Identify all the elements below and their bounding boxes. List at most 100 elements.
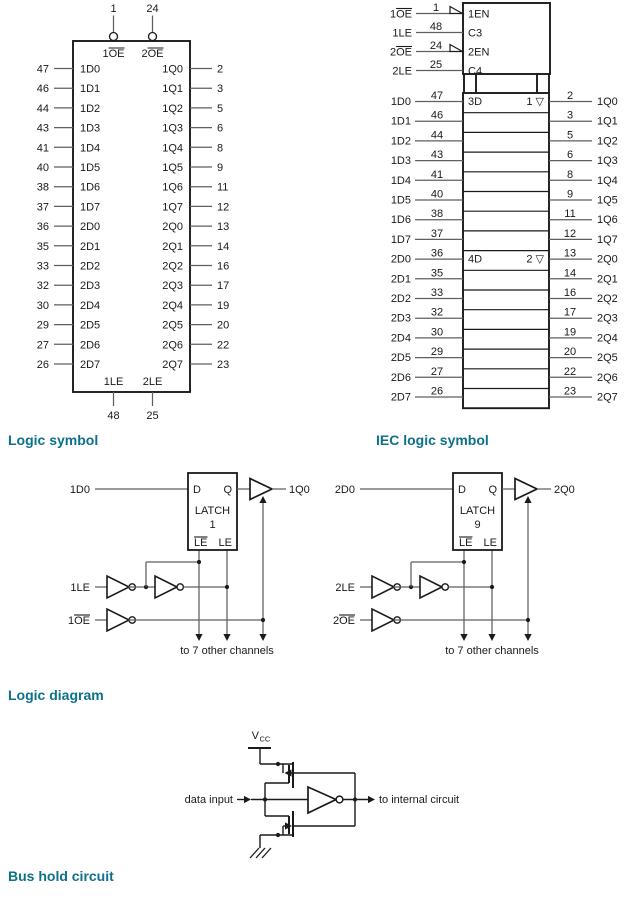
- pin-label: 1D6: [80, 182, 100, 194]
- pin-number: 12: [217, 201, 229, 213]
- inverter-icon: [419, 574, 444, 600]
- junction-dot: [461, 559, 467, 565]
- control-inner-label: 2EN: [468, 47, 489, 59]
- inverter-icon: [154, 574, 179, 600]
- pin-number: 8: [567, 169, 573, 181]
- pin-label: 2Q4: [162, 300, 183, 312]
- pin-number: 9: [217, 162, 223, 174]
- junction-dot: [352, 797, 358, 802]
- pin-label: 2Q0: [597, 254, 618, 266]
- pin-label: 2D4: [80, 300, 100, 312]
- pin-label: 1Q1: [162, 83, 183, 95]
- pin-label: 1D3: [80, 123, 100, 135]
- pin-label: 1Q6: [162, 182, 183, 194]
- pin-number: 13: [564, 248, 576, 260]
- pin-label: 1Q7: [162, 201, 183, 213]
- pin-label: 2Q1: [597, 273, 618, 285]
- arrow-icon: [244, 795, 251, 804]
- latch-pin-le-bar: LE: [459, 537, 472, 549]
- pin-number: 1: [110, 3, 116, 15]
- pin-label: 1Q0: [289, 484, 310, 496]
- tristate-buffer-icon: [249, 477, 274, 501]
- junction-dot: [260, 617, 266, 623]
- arrow-icon: [524, 634, 532, 641]
- polarity-triangle-icon: [449, 5, 465, 15]
- note-text: to 7 other channels: [180, 645, 274, 657]
- iec-logic-symbol-heading: IEC logic symbol: [376, 432, 489, 448]
- pin-label: 1D0: [80, 64, 100, 76]
- pin-label: 1Q5: [162, 162, 183, 174]
- pin-number: 12: [564, 228, 576, 240]
- pin-label: 1D4: [391, 175, 411, 187]
- pin-number: 11: [564, 208, 575, 220]
- pin-label: 1D7: [80, 201, 100, 213]
- pin-number: 35: [431, 267, 443, 279]
- pin-label: 1Q4: [597, 175, 618, 187]
- inverter-icon: [371, 574, 396, 600]
- inverter-bubble-icon: [441, 583, 450, 591]
- vcc-label: V: [252, 730, 260, 742]
- pin-label: 2Q4: [597, 332, 618, 344]
- pin-number: 23: [564, 386, 576, 398]
- pin-label: 2D6: [391, 372, 411, 384]
- pin-label: 2Q5: [162, 320, 183, 332]
- pin-number: 20: [217, 320, 229, 332]
- pin-label: 1OE: [68, 615, 90, 627]
- pin-number: 14: [217, 241, 229, 253]
- pin-label: 2D2: [391, 293, 411, 305]
- pin-number: 35: [37, 241, 49, 253]
- oe-pin-label: 1OE: [102, 48, 124, 60]
- arrow-icon: [259, 634, 267, 641]
- junction-dot: [525, 617, 531, 623]
- pin-label: 2Q7: [597, 392, 618, 404]
- pin-label: 1D7: [391, 234, 411, 246]
- inverter-bubble-icon: [335, 795, 344, 804]
- pin-label: 2Q1: [162, 241, 183, 253]
- pin-label: 1Q7: [597, 234, 618, 246]
- pin-label: 1D0: [391, 96, 411, 108]
- oe-bubble-icon: [108, 31, 119, 42]
- pin-number: 11: [217, 182, 228, 194]
- pin-number: 32: [37, 280, 49, 292]
- polarity-triangle-icon: [449, 43, 465, 53]
- pin-number: 5: [567, 129, 573, 141]
- pin-label: 1Q0: [162, 64, 183, 76]
- pin-label: 2Q2: [162, 261, 183, 273]
- logic-diagram-heading: Logic diagram: [8, 687, 104, 703]
- junction-dot: [224, 584, 230, 590]
- pin-label: 2D7: [80, 359, 100, 371]
- ground-icon: [249, 847, 260, 859]
- pin-number: 13: [217, 221, 229, 233]
- array-inner-label: 3D: [468, 96, 482, 108]
- pin-number: 43: [37, 123, 49, 135]
- arrow-icon: [524, 496, 532, 503]
- pin-number: 3: [217, 83, 223, 95]
- note-text: to 7 other channels: [445, 645, 539, 657]
- control-inner-label: 1EN: [468, 9, 489, 21]
- latch-pin-d: D: [193, 484, 201, 496]
- pin-label: 2Q5: [597, 352, 618, 364]
- pin-label: 2D1: [391, 273, 411, 285]
- pin-label: 1Q4: [162, 142, 183, 154]
- pin-number: 30: [431, 326, 443, 338]
- latch-name: LATCH: [460, 505, 495, 517]
- pin-number: 16: [564, 287, 576, 299]
- pin-number: 1: [433, 2, 439, 14]
- pin-number: 25: [146, 410, 158, 422]
- junction-dot: [262, 797, 268, 802]
- pin-label: 1D1: [391, 116, 411, 128]
- arrow-icon: [223, 634, 231, 641]
- arrow-icon: [368, 795, 375, 804]
- pin-number: 3: [567, 110, 573, 122]
- arrow-icon: [488, 634, 496, 641]
- pin-number: 40: [37, 162, 49, 174]
- pin-number: 41: [37, 142, 49, 154]
- ground-icon: [255, 847, 266, 859]
- pin-number: 29: [431, 346, 443, 358]
- junction-dot: [489, 584, 495, 590]
- inverter-icon: [371, 607, 396, 633]
- pin-label: 2OE: [390, 47, 412, 59]
